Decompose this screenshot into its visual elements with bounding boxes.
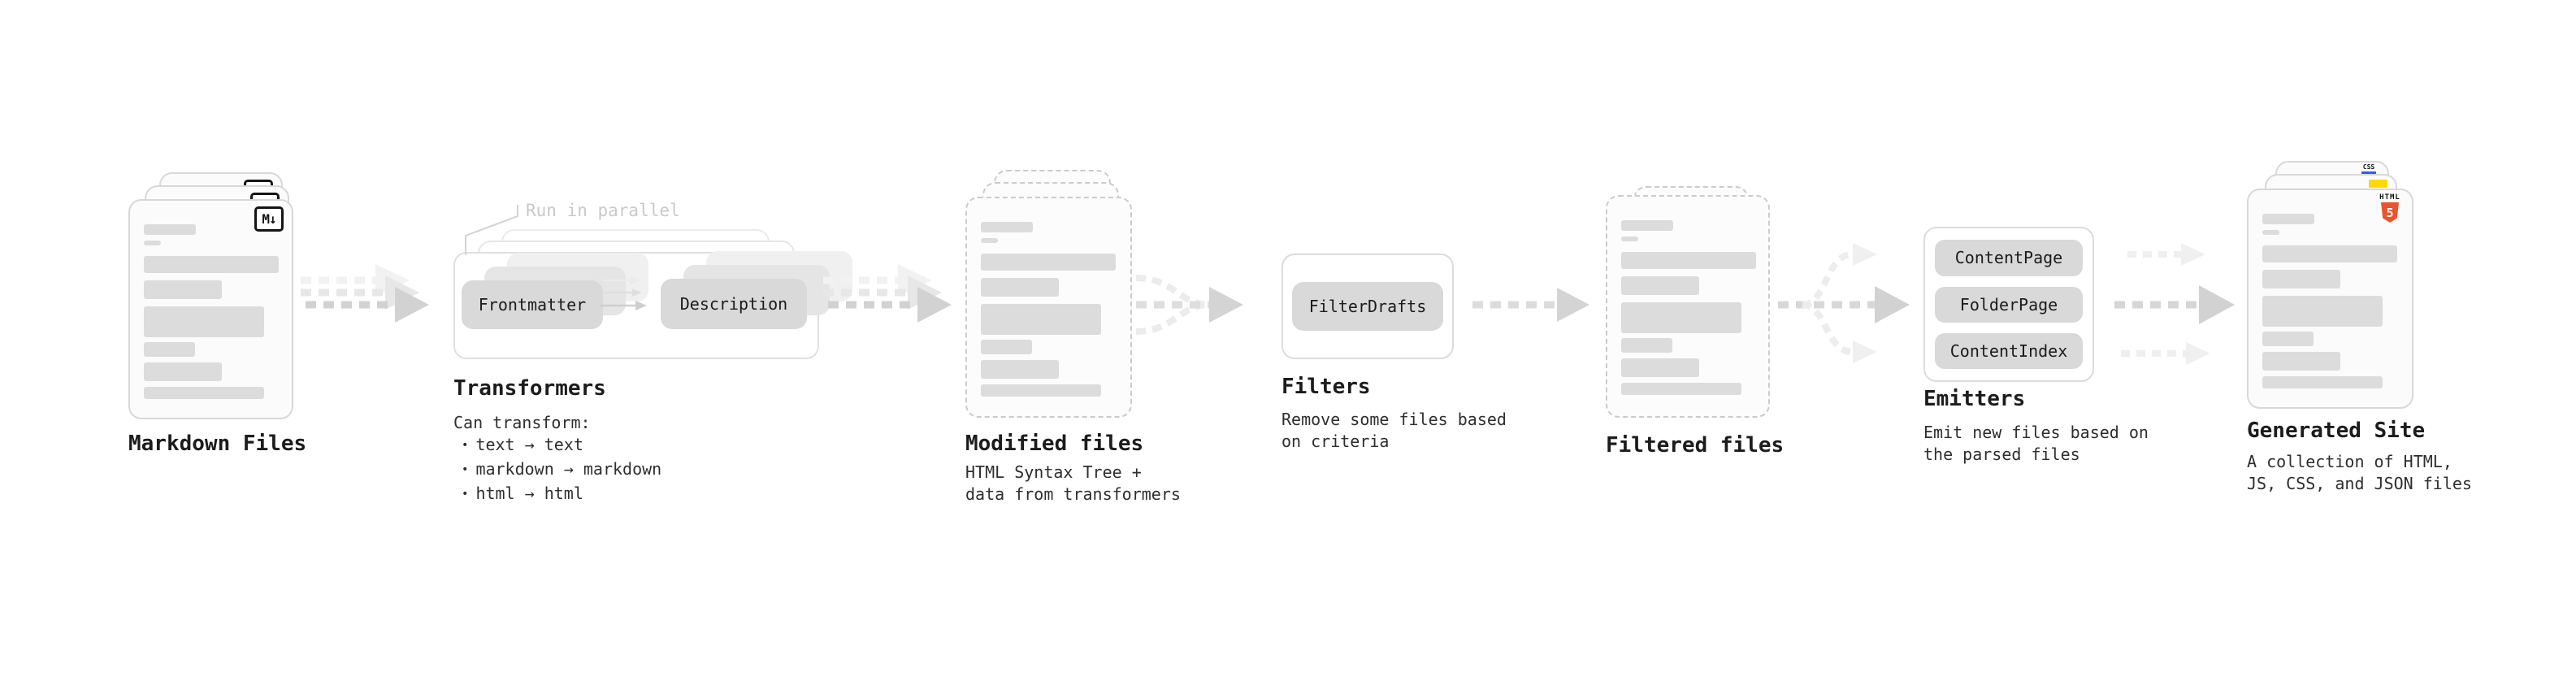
stage-title-filters: Filters (1281, 375, 1371, 399)
bullet-text: html → html (475, 484, 583, 503)
emitters-box: ContentPage FolderPage ContentIndex (1923, 227, 2094, 382)
stage-subtitle: A collection of HTML, JS, CSS, and JSON … (2247, 451, 2472, 495)
stage-title-generated-site: Generated Site (2247, 419, 2426, 443)
html5-numeral: 5 (2386, 205, 2394, 220)
triple-flow-arrows (2114, 243, 2235, 365)
js-badge (2369, 180, 2387, 188)
fan-in-arrow (1135, 275, 1243, 335)
document-skeleton (2249, 190, 2412, 388)
subtitle-line: data from transformers (965, 484, 1181, 504)
skeleton-line (1621, 276, 1699, 295)
skeleton-line (1621, 302, 1741, 333)
run-in-parallel-note: Run in parallel (526, 201, 680, 220)
markdown-icon: M↓ (254, 206, 284, 232)
bullet-icon: • (462, 488, 469, 501)
stage-title-transformers: Transformers (453, 376, 606, 401)
skeleton-line (1621, 358, 1699, 377)
fan-out-arrow (1778, 243, 1910, 363)
skeleton-line (981, 340, 1032, 354)
skeleton-line (144, 362, 222, 381)
stage-subtitle: Remove some files based on criteria (1281, 409, 1507, 453)
html5-badge: HTML 5 (2378, 193, 2402, 223)
subtitle-line: HTML Syntax Tree + (965, 462, 1142, 482)
skeleton-line (981, 278, 1059, 297)
html5-badge-label: HTML (2379, 193, 2400, 202)
parallel-callout-line (465, 205, 518, 255)
skeleton-line (981, 384, 1101, 397)
subtitle-line: A collection of HTML, (2247, 452, 2452, 471)
transformers-description: Can transform: • text → text • markdown … (453, 412, 661, 507)
bullet-icon: • (462, 463, 469, 476)
stage-title-markdown-files: Markdown Files (128, 432, 307, 456)
filters-box: FilterDrafts (1281, 254, 1454, 359)
subtitle-line: JS, CSS, and JSON files (2247, 474, 2472, 493)
bullet-icon: • (462, 439, 469, 452)
skeleton-line (144, 342, 195, 357)
subtitle-line: the parsed files (1923, 445, 2080, 464)
document-skeleton (967, 198, 1130, 397)
skeleton-line (2262, 332, 2314, 346)
html5-shield-icon: 5 (2381, 202, 2399, 223)
file-card-front (1606, 195, 1770, 418)
flow-arrow-layered (823, 264, 952, 323)
bullet-text: markdown → markdown (475, 459, 662, 479)
flow-arrow-layered (301, 264, 429, 323)
emitter-pill-folderpage: FolderPage (1935, 286, 2083, 323)
subtitle-line: on criteria (1281, 432, 1390, 451)
skeleton-line (981, 254, 1116, 271)
css-badge-label: CSS (2362, 163, 2375, 171)
bullet-text: text → text (475, 435, 583, 454)
stage-title-filtered-files: Filtered files (1606, 433, 1785, 458)
document-skeleton (1607, 197, 1768, 395)
stage-title-modified-files: Modified files (965, 432, 1144, 456)
css-badge-underline (2361, 171, 2376, 174)
skeleton-line (1621, 236, 1638, 241)
skeleton-line (2262, 376, 2383, 388)
skeleton-line (1621, 383, 1741, 395)
skeleton-line (2262, 245, 2397, 262)
transform-bullet: • text → text (453, 434, 661, 458)
css-badge: CSS (2361, 164, 2376, 174)
skeleton-line (2262, 296, 2383, 327)
pill-flow-arrows-icon (600, 276, 647, 310)
skeleton-line (1621, 252, 1756, 269)
stage-subtitle: HTML Syntax Tree + data from transformer… (965, 462, 1181, 505)
flow-arrow (1472, 288, 1589, 322)
skeleton-line (144, 224, 196, 235)
skeleton-line (144, 241, 161, 245)
skeleton-line (144, 280, 222, 299)
skeleton-line (981, 360, 1059, 379)
skeleton-line (144, 256, 279, 273)
emitter-pill-contentpage: ContentPage (1935, 240, 2083, 276)
frontmatter-pill: Frontmatter (462, 280, 603, 329)
filterdrafts-pill: FilterDrafts (1292, 282, 1443, 331)
skeleton-line (144, 306, 264, 337)
skeleton-line (2262, 214, 2314, 224)
stage-subtitle: Emit new files based on the parsed files (1923, 422, 2149, 466)
skeleton-line (1621, 338, 1672, 353)
subtitle-line: Emit new files based on (1923, 423, 2149, 442)
emitter-pill-contentindex: ContentIndex (1935, 333, 2083, 370)
stage-title-emitters: Emitters (1923, 387, 2026, 411)
file-card-front (965, 197, 1132, 418)
transform-bullet: • html → html (453, 483, 661, 507)
skeleton-line (2262, 352, 2340, 371)
skeleton-line (2262, 230, 2279, 235)
subtitle-line: Remove some files based (1281, 410, 1507, 429)
skeleton-line (981, 238, 998, 243)
skeleton-line (2262, 270, 2340, 288)
skeleton-line (981, 222, 1033, 232)
skeleton-line (144, 387, 264, 399)
can-transform-heading: Can transform: (453, 413, 591, 432)
file-card-front: M↓ (128, 199, 293, 419)
description-pill: Description (661, 279, 807, 329)
file-card-front: HTML 5 (2247, 189, 2413, 409)
skeleton-line (1621, 220, 1673, 231)
transform-bullet: • markdown → markdown (453, 458, 661, 483)
skeleton-line (981, 304, 1101, 335)
document-skeleton (130, 201, 292, 399)
